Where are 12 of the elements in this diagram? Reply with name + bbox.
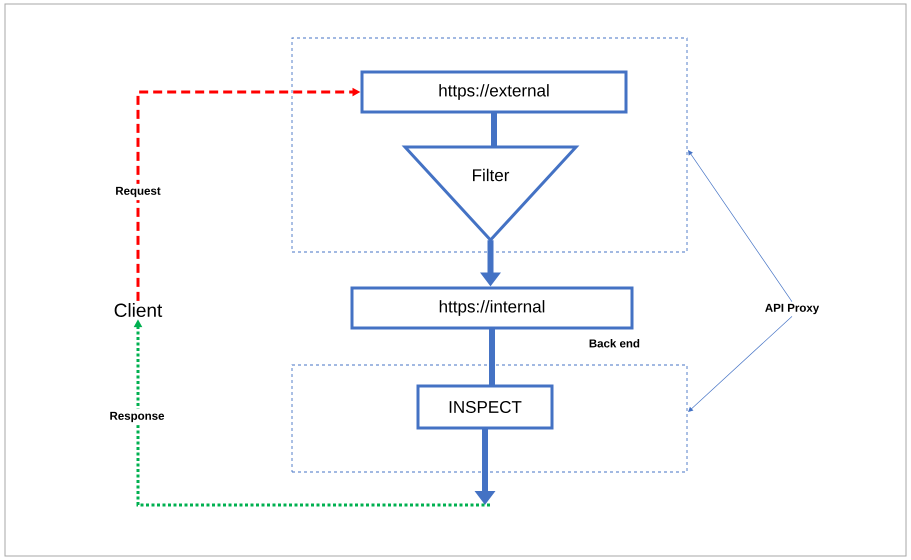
dashed-region — [292, 38, 688, 252]
arrow — [688, 150, 792, 302]
client-label: Client — [114, 303, 162, 317]
process-box: https://external — [360, 70, 628, 114]
edge-label: Request — [112, 184, 164, 200]
arrow — [688, 316, 792, 412]
side-label: Back end — [590, 339, 640, 348]
proxy-label: API Proxy — [765, 304, 820, 314]
process-box: https://internal — [350, 286, 634, 330]
edge-label: Response — [106, 408, 168, 426]
process-box: INSPECT — [416, 384, 554, 430]
dashed-region — [292, 364, 688, 472]
